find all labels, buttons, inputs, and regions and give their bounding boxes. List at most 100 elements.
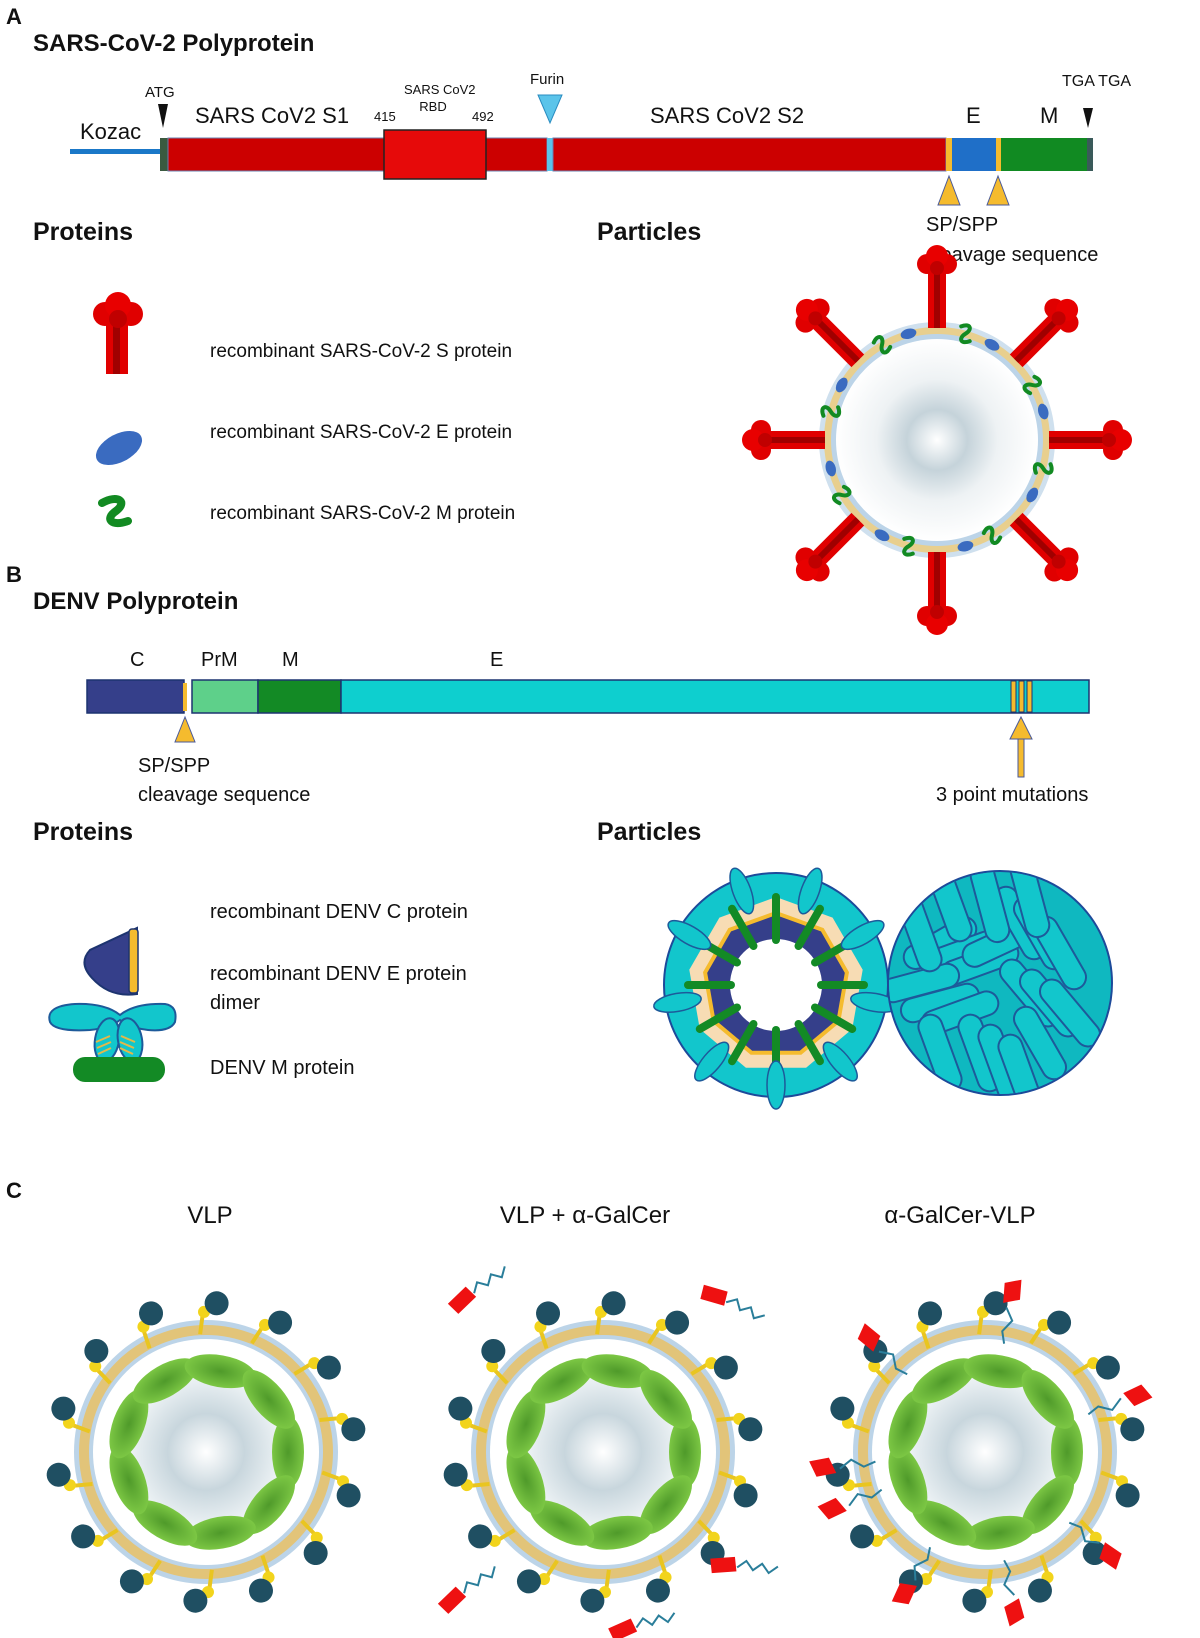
capsid-subunit — [109, 1445, 149, 1515]
spike-protein — [1009, 512, 1079, 582]
surface-glycoprotein — [1100, 1470, 1140, 1508]
capsid-subunit — [272, 1416, 304, 1488]
spike-protein — [742, 420, 825, 460]
legend-e-protein-label: recombinant SARS-CoV-2 E protein — [210, 422, 513, 443]
galcer-vlp-particle — [809, 1279, 1153, 1627]
vlp-galcer-mix-particle — [437, 1266, 779, 1638]
vlp-galcer-mix-title: VLP + α-GalCer — [499, 1202, 671, 1229]
envelope-protein — [1037, 403, 1049, 420]
legend-m-protein-label: recombinant SARS-CoV-2 M protein — [210, 503, 516, 524]
spike-protein — [1049, 420, 1132, 460]
panel-b-letter: B — [6, 562, 22, 587]
mutation-site-3 — [1026, 680, 1033, 713]
galcer-molecule — [809, 1457, 876, 1477]
rbd-end-label: 492 — [472, 109, 494, 124]
capsid-subunit — [242, 1369, 295, 1429]
m-label: M — [1040, 103, 1059, 128]
capsid-subunit — [184, 1354, 256, 1389]
furin-arrow-icon — [537, 94, 563, 125]
capsid-subunit — [963, 1515, 1035, 1550]
galcer-molecule — [700, 1284, 766, 1320]
envelope-protein — [984, 338, 1000, 351]
s1-label: SARS CoV2 S1 — [195, 103, 350, 128]
denv-prm-segment — [191, 679, 259, 714]
capsid-subunit — [132, 1500, 198, 1546]
denv-e-protein — [667, 919, 712, 951]
galcer-molecule — [437, 1566, 496, 1614]
capsid-subunit — [669, 1416, 701, 1488]
capsid-subunit — [888, 1445, 928, 1515]
s2-label: SARS CoV2 S2 — [650, 103, 805, 128]
surface-glycoprotein — [916, 1301, 943, 1349]
e-segment — [952, 138, 996, 171]
denv-c-label: C — [130, 649, 145, 671]
surface-glycoprotein — [71, 1524, 119, 1549]
capsid-subunit — [184, 1515, 256, 1550]
surface-glycoprotein — [534, 1301, 561, 1349]
capsid-subunit — [132, 1358, 198, 1404]
cleavage-site-2 — [996, 138, 1001, 171]
denv-particle-cross-section — [653, 867, 899, 1110]
envelope-protein — [835, 377, 848, 393]
surface-glycoprotein — [321, 1470, 361, 1508]
denv-m-protein — [811, 1003, 857, 1033]
legend-denv-e-label-line1: recombinant DENV E protein — [210, 963, 467, 985]
capsid-subunit — [911, 1500, 977, 1546]
membrane-protein — [1032, 462, 1054, 475]
capsid-subunit — [581, 1354, 653, 1389]
surface-glycoprotein — [46, 1462, 93, 1492]
rbd-label-line1: SARS CoV2 — [404, 82, 476, 97]
capsid-subunit — [529, 1358, 595, 1404]
capsid-subunit — [1021, 1475, 1074, 1535]
membrane-protein — [959, 323, 972, 345]
envelope-protein — [1026, 487, 1039, 503]
capsid-subunit — [109, 1389, 149, 1459]
cleavage-site-1 — [946, 138, 952, 171]
surface-glycoprotein — [448, 1396, 488, 1434]
denv-e-protein — [797, 867, 823, 915]
denv-c-segment — [86, 679, 185, 714]
capsid-subunit — [639, 1369, 692, 1429]
surface-glycoprotein — [1098, 1412, 1145, 1442]
legend-denv-c-label: recombinant DENV C protein — [210, 901, 468, 923]
surface-glycoprotein — [595, 1291, 626, 1335]
legend-s-protein-label: recombinant SARS-CoV-2 S protein — [210, 341, 513, 362]
panel-a-legend-icons — [93, 292, 143, 528]
galcer-molecule — [447, 1266, 506, 1314]
capsid-subunit — [506, 1389, 546, 1459]
galcer-vlp-title: α-GalCer-VLP — [884, 1202, 1036, 1229]
galcer-molecule — [1003, 1559, 1025, 1627]
surface-glycoprotein — [51, 1396, 91, 1434]
capsid-subunit — [529, 1500, 595, 1546]
denv-prm-label: PrM — [201, 649, 238, 671]
surface-glycoprotein — [516, 1559, 559, 1594]
capsid-subunit — [1021, 1369, 1074, 1429]
cleavage-arrow-icon — [937, 174, 961, 206]
kozac-line — [70, 149, 162, 154]
membrane-protein — [832, 484, 852, 506]
envelope-protein-icon — [95, 430, 143, 466]
surface-glycoprotein — [1027, 1555, 1054, 1603]
denv-m-label: M — [282, 649, 299, 671]
denv-m-protein — [728, 1020, 758, 1066]
mutations-label: 3 point mutations — [936, 784, 1089, 806]
capsid-subunit — [1051, 1416, 1083, 1488]
surface-glycoprotein — [183, 1569, 214, 1613]
mutation-arrow-icon — [1009, 715, 1033, 778]
vlp-core — [518, 1367, 688, 1537]
rbd-segment — [383, 129, 487, 180]
surface-glycoprotein — [690, 1355, 738, 1380]
membrane-protein — [902, 535, 915, 557]
denv-e-protein — [694, 1041, 730, 1082]
envelope-protein — [874, 529, 890, 542]
surface-glycoprotein — [319, 1412, 366, 1442]
rbd-start-label: 415 — [374, 109, 396, 124]
galcer-molecule — [608, 1612, 676, 1638]
vlp-core — [900, 1367, 1070, 1537]
denv-e-protein — [766, 1060, 786, 1110]
kozac-label: Kozac — [80, 119, 142, 144]
cleavage-label-line2: cleavage sequence — [926, 244, 1099, 266]
denv-m-protein — [794, 904, 824, 950]
galcer-molecule — [891, 1547, 931, 1605]
